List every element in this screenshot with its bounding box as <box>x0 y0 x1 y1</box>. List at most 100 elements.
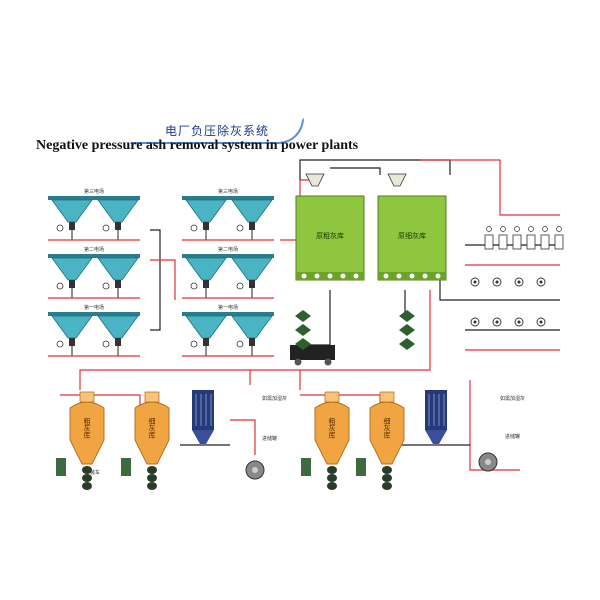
filter-body <box>192 390 214 430</box>
storage-silo-green <box>377 173 447 281</box>
truck-body <box>290 345 335 360</box>
valve-icon <box>540 234 550 250</box>
filter-cone <box>192 430 214 444</box>
diagram-title-english: Negative pressure ash removal system in … <box>36 138 359 153</box>
silo-body <box>369 401 405 465</box>
hopper-row-label: 第三电场 <box>84 188 104 195</box>
silo-label: 原粗灰库 <box>316 231 344 240</box>
pump-hub-icon <box>495 280 499 284</box>
pipe-segment <box>150 259 176 300</box>
silo-top-filter <box>379 391 395 403</box>
pipe-segment <box>330 167 381 175</box>
hopper-outlet <box>203 280 209 288</box>
note-label: 装车 <box>90 469 100 476</box>
gauge-icon <box>542 226 548 232</box>
silo-label: 粗灰库 <box>83 417 91 440</box>
filter-cone <box>425 430 447 444</box>
pump-hub-icon <box>473 280 477 284</box>
hopper-outlet <box>115 280 121 288</box>
spiral-feeder-icon <box>82 466 92 474</box>
hopper-outlet <box>69 222 75 230</box>
note-label: 进储罐 <box>262 435 277 442</box>
rotary-valve-icon <box>399 310 415 322</box>
valve-icon <box>512 234 522 250</box>
hopper-body <box>51 315 93 339</box>
gauge-icon <box>514 226 520 232</box>
silo-label: 细灰库 <box>383 417 391 440</box>
silo-label: 粗灰库 <box>328 417 336 440</box>
pump-hub-icon <box>473 320 477 324</box>
bag-filter <box>192 390 214 444</box>
silo-body <box>134 401 170 465</box>
hopper-pair <box>182 254 274 299</box>
hopper-pair <box>182 312 274 357</box>
hopper-outlet <box>115 338 121 346</box>
hopper-top-plate <box>182 196 274 200</box>
hopper-top-plate <box>182 254 274 258</box>
spiral-feeder-icon <box>382 466 392 474</box>
spiral-feeder-icon <box>382 474 392 482</box>
hopper-row-label: 第三电场 <box>218 188 238 195</box>
hopper-row-label: 第二电场 <box>84 246 104 253</box>
silo-label: 细灰库 <box>148 417 156 440</box>
pump-hub-icon <box>539 320 543 324</box>
valve-icon <box>236 340 244 348</box>
hopper-pair <box>48 196 140 241</box>
note-label: 如需加湿灰 <box>262 395 287 402</box>
aeration-nozzle-icon <box>353 273 359 279</box>
aeration-nozzle-icon <box>396 273 402 279</box>
spiral-feeder-icon <box>82 474 92 482</box>
aeration-nozzle-icon <box>435 273 441 279</box>
hopper-top-plate <box>48 254 140 258</box>
pipe-network <box>60 159 564 471</box>
product-silo-orange <box>356 391 405 490</box>
silo-top-filter <box>324 391 340 403</box>
valve-icon <box>190 282 198 290</box>
silo-top-filter <box>79 391 95 403</box>
hopper-row-label: 第一电场 <box>84 304 104 311</box>
spiral-feeder-icon <box>82 482 92 490</box>
valve-icon <box>554 234 564 250</box>
unloader-motor-icon <box>121 458 131 476</box>
hopper-body <box>231 315 273 339</box>
hopper-pair <box>48 254 140 299</box>
hopper-top-plate <box>48 196 140 200</box>
hopper-body <box>185 257 227 281</box>
pipe-segment <box>420 159 560 216</box>
hopper-outlet <box>249 338 255 346</box>
hopper-body <box>185 199 227 223</box>
rotary-valve-icon <box>295 310 311 322</box>
unloader-motor-icon <box>56 458 66 476</box>
aeration-nozzle-icon <box>340 273 346 279</box>
rotary-valve-icon <box>399 338 415 350</box>
hopper-outlet <box>203 338 209 346</box>
hopper-row-label: 第一电场 <box>218 304 238 311</box>
hopper-outlet <box>115 222 121 230</box>
hopper-pair <box>48 312 140 357</box>
pipe-segment <box>469 380 520 471</box>
hopper-outlet <box>203 222 209 230</box>
aeration-nozzle-icon <box>422 273 428 279</box>
truck <box>290 345 335 366</box>
rotary-valve-icon <box>295 338 311 350</box>
hopper-top-plate <box>182 312 274 316</box>
electrostatic-precipitator-hoppers <box>48 196 274 357</box>
storage-silo-green <box>295 173 365 281</box>
pump-hub-icon <box>517 320 521 324</box>
spiral-feeder-icon <box>327 466 337 474</box>
hopper-outlet <box>249 222 255 230</box>
diagram-labels: 第三电场第二电场第一电场第三电场第二电场第一电场原粗灰库原细灰库粗灰库细灰库粗灰… <box>83 188 525 476</box>
product-silo-orange <box>301 391 350 490</box>
truck-wheel-icon <box>294 358 302 366</box>
spiral-feeder-icon <box>382 482 392 490</box>
rotary-valve-icon <box>399 324 415 336</box>
valve-icon <box>102 282 110 290</box>
spiral-feeder-icon <box>327 474 337 482</box>
gauge-icon <box>528 226 534 232</box>
silo-body <box>314 401 350 465</box>
gauge-icon <box>556 226 562 232</box>
unloader-motor-icon <box>301 458 311 476</box>
pipe-segment <box>60 394 141 405</box>
silo-top-filter <box>144 391 160 403</box>
